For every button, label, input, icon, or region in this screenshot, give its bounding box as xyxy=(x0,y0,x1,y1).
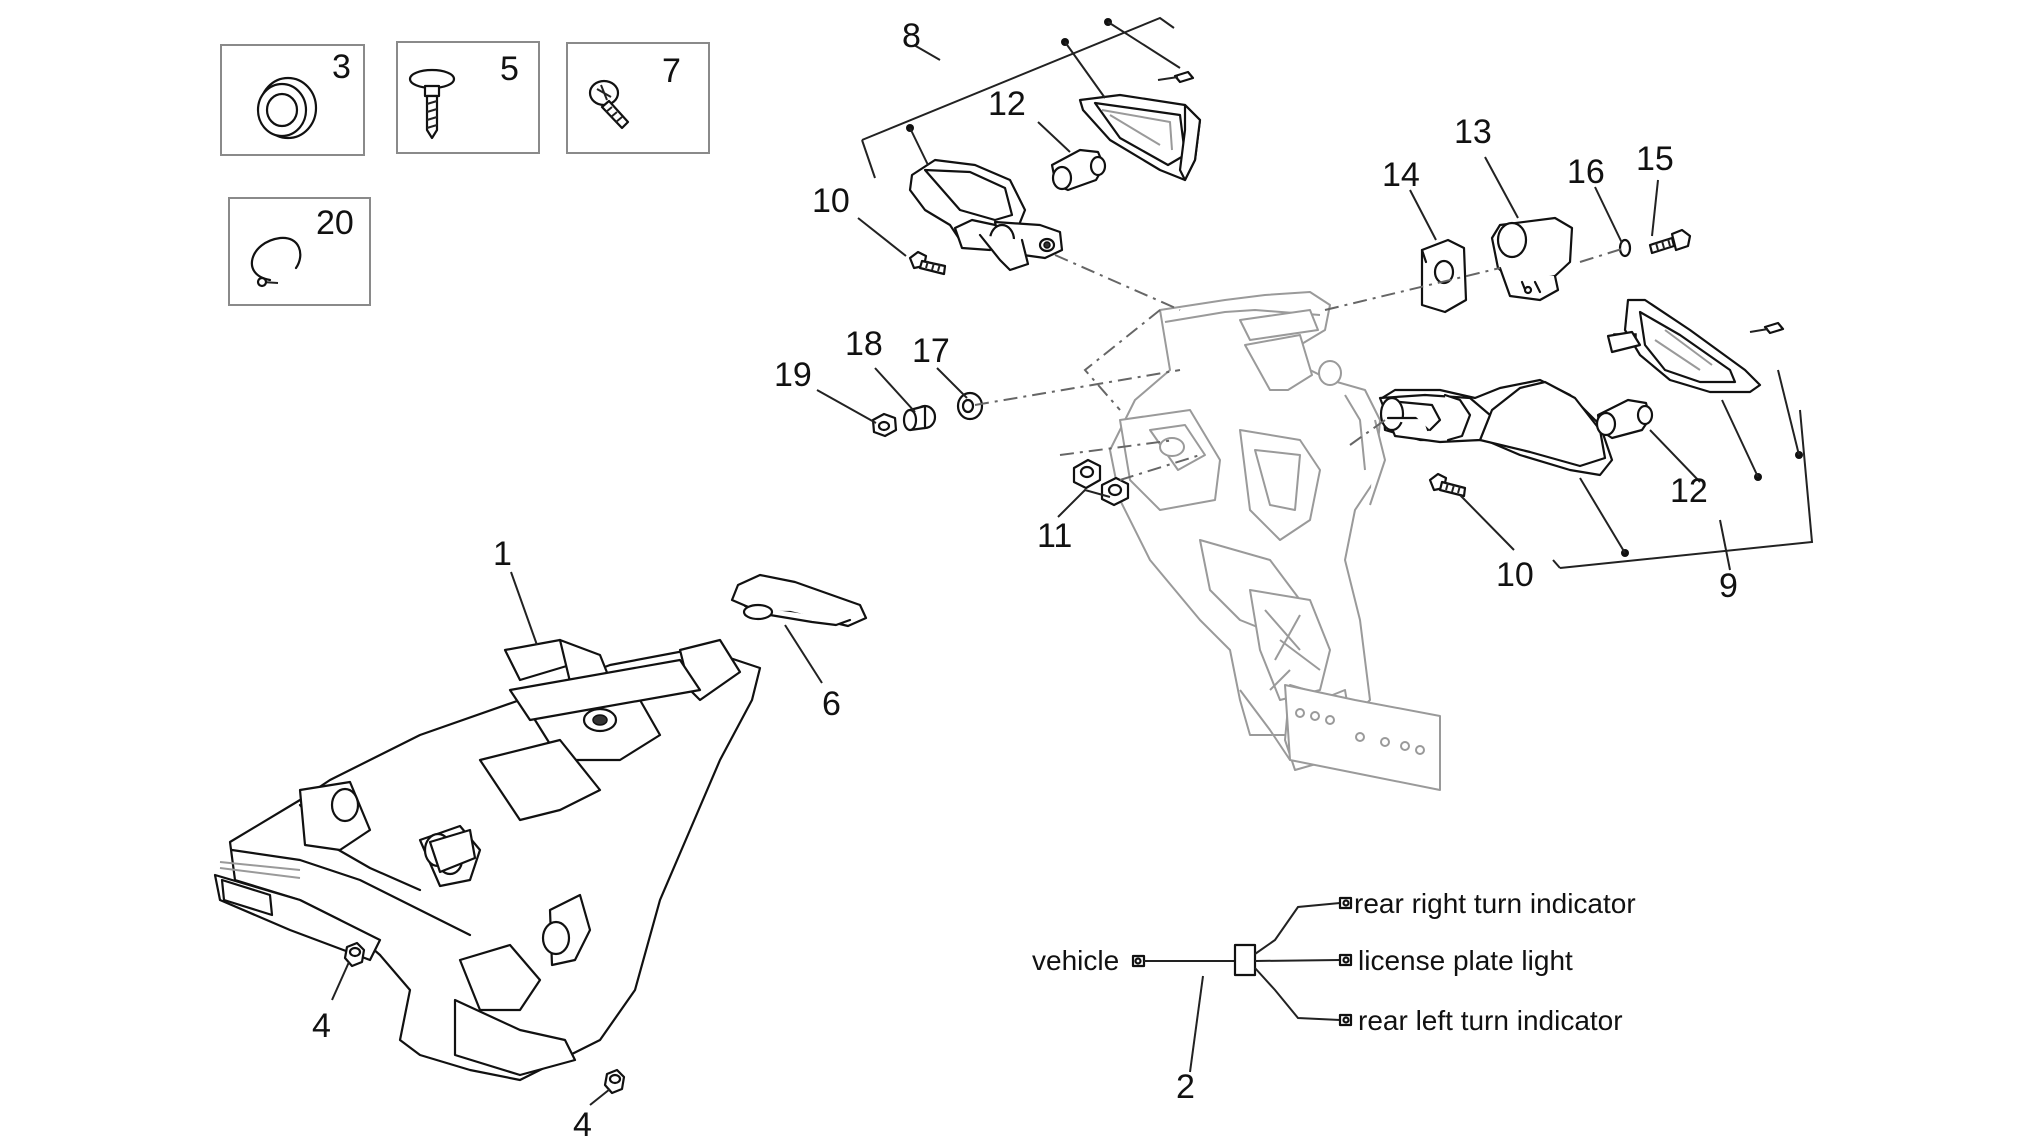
group-bracket-8 xyxy=(861,16,1181,179)
callout-1: 1 xyxy=(493,535,512,573)
nut-part-upper xyxy=(343,941,366,968)
callout-9: 9 xyxy=(1719,567,1738,605)
license-plate-light-part xyxy=(1490,216,1574,302)
nut-19-part xyxy=(871,412,898,438)
nut-11-part-b xyxy=(1100,476,1130,507)
callout-19: 19 xyxy=(774,356,812,394)
callout-12-lower: 12 xyxy=(1670,472,1708,510)
wiring-harness xyxy=(1131,896,1353,1027)
nut-11-part-a xyxy=(1072,458,1102,490)
callout-20: 20 xyxy=(316,204,354,242)
nut-part-lower xyxy=(603,1068,626,1095)
callout-14: 14 xyxy=(1382,156,1420,194)
self-tapping-screw-icon xyxy=(588,79,630,130)
callout-7: 7 xyxy=(662,52,681,90)
left-turn-indicator-assembly xyxy=(908,70,1202,276)
washer-18-part xyxy=(902,404,937,432)
callout-18: 18 xyxy=(845,325,883,363)
callout-6: 6 xyxy=(822,685,841,723)
callout-15: 15 xyxy=(1636,140,1674,178)
assembly-lines xyxy=(974,247,1626,481)
callout-leaders xyxy=(331,44,1731,1106)
screw-icon xyxy=(408,68,456,140)
part-box-20 xyxy=(228,197,371,306)
callout-5: 5 xyxy=(500,50,519,88)
license-plate-holder-bracket xyxy=(1109,291,1441,791)
rubber-spacer-part xyxy=(956,391,984,421)
callout-16: 16 xyxy=(1567,153,1605,191)
part-box-3 xyxy=(220,44,365,156)
callout-13: 13 xyxy=(1454,113,1492,151)
callout-10-upper: 10 xyxy=(812,182,850,220)
callout-3: 3 xyxy=(332,48,351,86)
bracket-plate-part xyxy=(1420,238,1468,314)
callout-8: 8 xyxy=(902,17,921,55)
cable-tie-icon xyxy=(250,236,302,288)
group-bracket-9 xyxy=(1552,369,1814,569)
callout-4-upper: 4 xyxy=(312,1007,331,1045)
screw-15-part xyxy=(1648,228,1692,255)
rear-mudguard-part xyxy=(213,638,762,1082)
plate-mount-tab xyxy=(1284,684,1441,791)
callout-10-lower: 10 xyxy=(1496,556,1534,594)
rear-left-turn-indicator-label: rear left turn indicator xyxy=(1358,1005,1623,1036)
callout-12-upper: 12 xyxy=(988,85,1026,123)
right-turn-indicator-assembly xyxy=(1378,298,1785,498)
callout-11: 11 xyxy=(1037,517,1072,555)
part-box-7 xyxy=(566,42,710,154)
vehicle-label: vehicle xyxy=(1032,945,1119,976)
callout-2: 2 xyxy=(1176,1068,1195,1106)
grommet-icon xyxy=(256,76,318,140)
callout-4-lower: 4 xyxy=(573,1106,592,1136)
rubber-cover-part xyxy=(730,573,868,628)
license-plate-light-label: license plate light xyxy=(1358,945,1573,976)
rear-right-turn-indicator-label: rear right turn indicator xyxy=(1354,888,1636,919)
callout-17: 17 xyxy=(912,332,950,370)
part-box-5 xyxy=(396,41,540,154)
washer-part xyxy=(1618,238,1632,258)
